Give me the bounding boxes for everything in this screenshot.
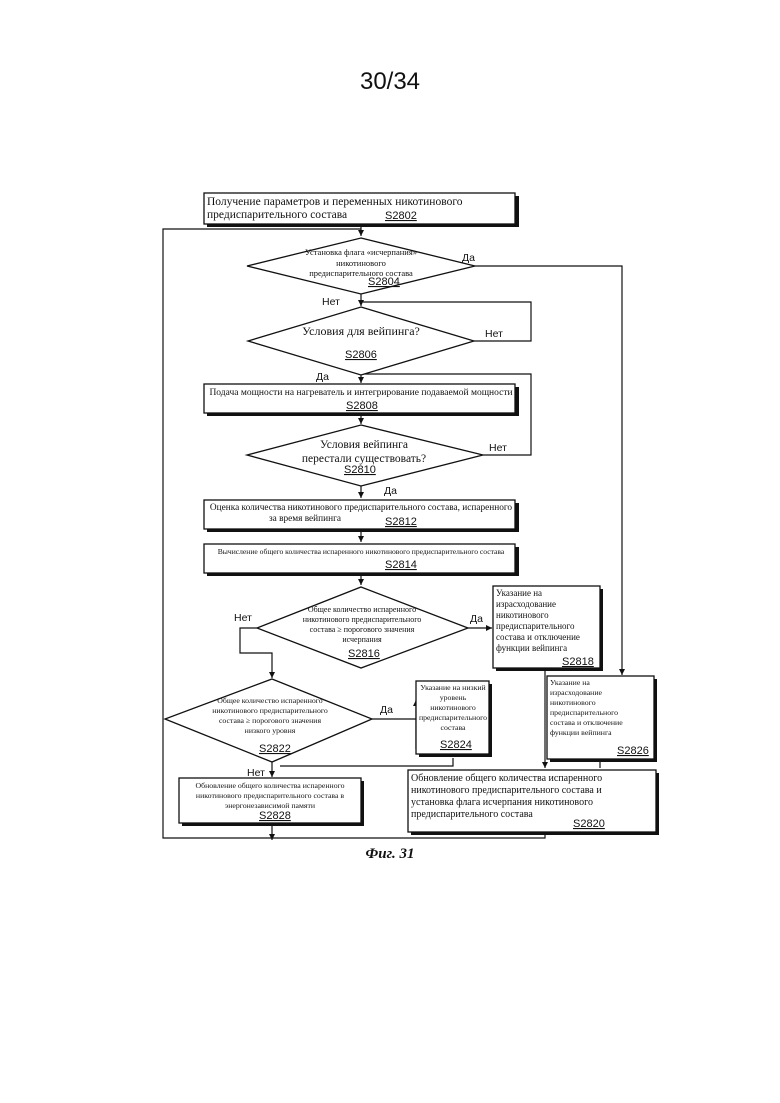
svg-text:Подача мощности на нагреватель: Подача мощности на нагреватель и интегри…	[209, 387, 512, 398]
step-s2812: Оценка количества никотинового предиспар…	[204, 500, 519, 532]
step-id: S2820	[573, 818, 605, 830]
decision-s2804: Установка флага «исчерпания»никотинового…	[247, 238, 475, 294]
step-line: Условия для вейпинга?	[302, 324, 420, 338]
step-id: S2824	[440, 739, 472, 751]
step-line: состава ≥ порогового значения	[310, 625, 415, 634]
decision-s2816: Общее количество испаренногоникотинового…	[257, 587, 468, 668]
step-id: S2814	[385, 559, 417, 571]
step-id: S2822	[259, 743, 291, 755]
step-s2828: Обновление общего количества испаренного…	[179, 778, 364, 826]
step-line: израсходование	[550, 688, 602, 697]
step-line: предиспарительного	[419, 713, 487, 722]
label-no: Нет	[322, 296, 340, 308]
step-id: S2828	[259, 810, 291, 822]
step-id: S2806	[345, 349, 377, 361]
step-s2802: Получение параметров и переменных никоти…	[204, 193, 519, 227]
svg-text:Условия для вейпинга?: Условия для вейпинга?	[302, 324, 420, 338]
step-line: никотинового	[496, 610, 549, 620]
label-yes: Да	[380, 704, 393, 716]
step-line: установка флага исчерпания никотинового	[411, 797, 593, 808]
step-line: предиспарительного	[496, 621, 575, 631]
step-s2808: Подача мощности на нагреватель и интегри…	[204, 384, 519, 416]
step-line: Указание на низкий	[420, 683, 485, 692]
step-line: за время вейпинга	[269, 513, 341, 524]
step-line: Оценка количества никотинового предиспар…	[210, 503, 513, 513]
step-id: S2812	[385, 516, 417, 528]
figure-caption: Фиг. 31	[300, 846, 480, 863]
step-line: никотинового предиспарительного состава …	[411, 785, 602, 796]
step-line: Установка флага «исчерпания»	[305, 247, 417, 257]
step-s2826: Указание наизрасходованиеникотиновогопре…	[547, 676, 657, 762]
step-id: S2810	[344, 464, 376, 476]
step-id: S2808	[346, 400, 378, 412]
step-line: Условия вейпинга	[320, 439, 408, 451]
label-yes: Да	[462, 252, 475, 264]
label-no: Нет	[234, 612, 252, 624]
step-line: состава	[440, 723, 466, 732]
label-yes: Да	[316, 371, 329, 383]
step-line: никотинового	[430, 703, 476, 712]
step-line: Обновление общего количества испаренного	[196, 781, 345, 790]
step-line: никотинового предиспарительного	[212, 706, 328, 715]
step-line: Подача мощности на нагреватель и интегри…	[209, 387, 512, 398]
label-yes: Да	[384, 485, 397, 497]
step-line: Вычисление общего количества испаренного…	[218, 547, 505, 556]
step-line: Общее количество испаренного	[217, 696, 323, 705]
label-no: Нет	[247, 767, 265, 779]
step-id: S2826	[617, 745, 649, 757]
step-line: Получение параметров и переменных никоти…	[207, 196, 463, 208]
step-id: S2818	[562, 656, 594, 668]
step-line: предиспарительного	[550, 708, 618, 717]
step-line: энергонезависимой памяти	[225, 801, 315, 810]
step-line: никотинового	[336, 258, 386, 268]
step-line: состава и отключение	[496, 632, 580, 642]
step-line: состава и отключение	[550, 718, 623, 727]
step-s2818: Указание наизрасходованиеникотиновогопре…	[493, 586, 603, 671]
step-s2824: Указание на низкийуровеньникотиновогопре…	[416, 681, 492, 757]
step-line: никотинового	[550, 698, 596, 707]
step-line: исчерпания	[342, 635, 382, 644]
step-line: функции вейпинга	[550, 728, 612, 737]
step-line: никотинового предиспарительного	[303, 615, 422, 624]
step-line: состава ≥ порогового значения	[219, 716, 321, 725]
step-line: предиспарительного состава	[411, 809, 533, 820]
step-line: израсходование	[496, 599, 556, 609]
decision-s2806: Условия для вейпинга? S2806	[248, 307, 474, 375]
step-s2814: Вычисление общего количества испаренного…	[204, 544, 519, 576]
step-s2820: Обновление общего количества испаренного…	[408, 770, 659, 835]
step-id: S2802	[385, 210, 417, 222]
step-line: предиспарительного состава	[207, 209, 347, 221]
step-id: S2816	[348, 648, 380, 660]
decision-s2810: Условия вейпингаперестали существовать? …	[247, 425, 483, 486]
decision-s2822: Общее количество испаренногоникотинового…	[165, 679, 372, 762]
svg-text:Вычисление общего количества и: Вычисление общего количества испаренного…	[218, 547, 505, 556]
label-yes: Да	[470, 613, 483, 625]
step-line: низкого уровня	[245, 726, 296, 735]
step-line: никотинового предиспарительного состава …	[196, 791, 344, 800]
step-line: Указание на	[496, 588, 542, 598]
step-line: уровень	[440, 693, 467, 702]
step-id: S2804	[368, 276, 400, 288]
step-line: Обновление общего количества испаренного	[411, 773, 602, 784]
label-no: Нет	[489, 442, 507, 454]
step-line: Указание на	[550, 678, 590, 687]
step-line: Общее количество испаренного	[308, 605, 416, 614]
step-line: функции вейпинга	[496, 643, 567, 653]
label-no: Нет	[485, 328, 503, 340]
